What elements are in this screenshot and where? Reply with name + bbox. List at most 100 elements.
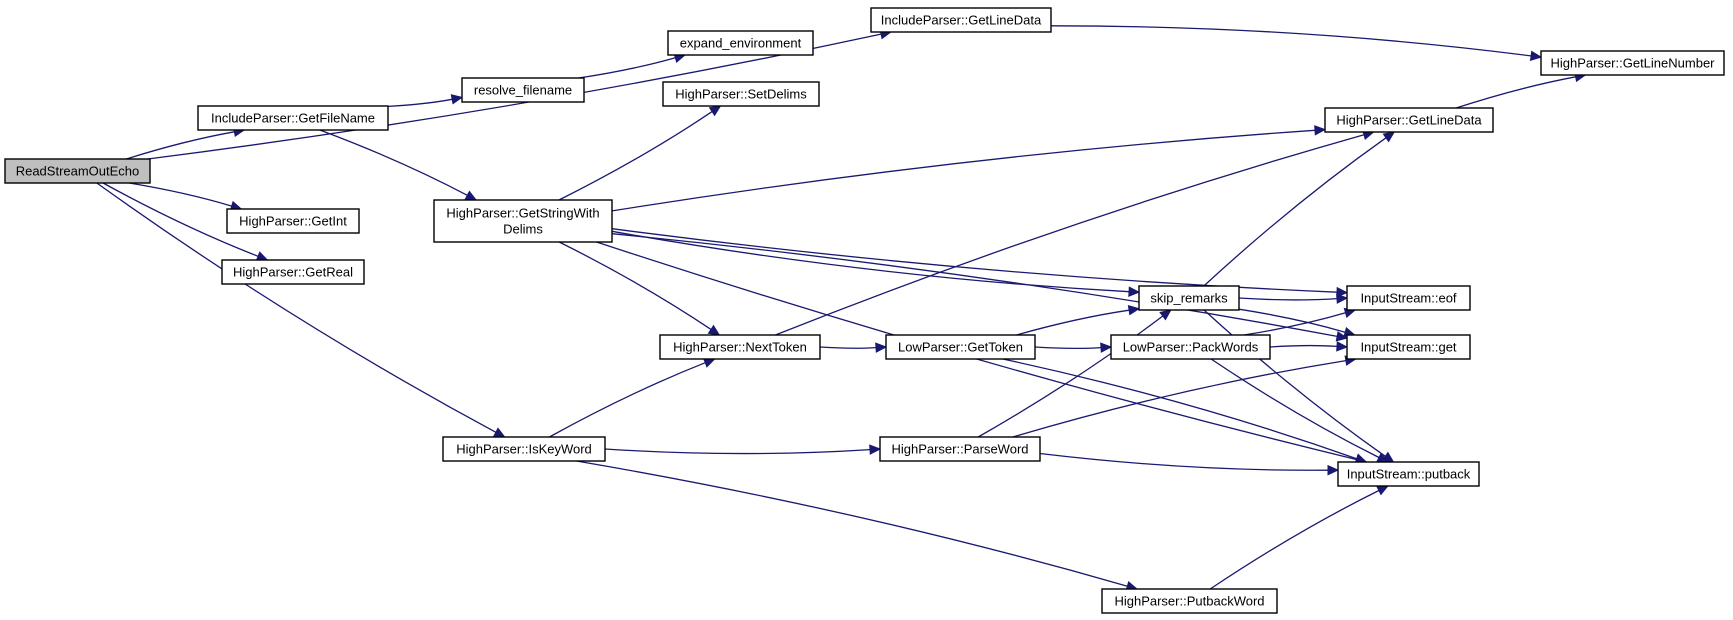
node-box-lp_gettoken[interactable]	[885, 334, 1036, 360]
edge-root-to-inc_getfilename	[126, 131, 235, 160]
node-box-hp_setdelims[interactable]	[662, 81, 820, 107]
node-label-hp_iskeyword: HighParser::IsKeyWord	[456, 442, 592, 457]
node-label-expand_env: expand_environment	[680, 36, 802, 51]
arrowhead-hp_nexttoken-to-lp_gettoken	[875, 342, 888, 353]
node-label-hp_setdelims: HighParser::SetDelims	[675, 87, 807, 102]
node-label-inc_getlinedata: IncludeParser::GetLineData	[881, 13, 1042, 28]
node-box-hp_parseword[interactable]	[879, 436, 1041, 462]
node-box-root[interactable]	[4, 158, 151, 184]
node-label-hp_parseword: HighParser::ParseWord	[891, 442, 1028, 457]
node-box-hp_getlinenumber[interactable]	[1540, 50, 1725, 76]
arrowhead-hp_getstringwithdelims-to-hp_getlinedata	[1314, 125, 1327, 136]
arrowhead-hp_getstringwithdelims-to-is_get	[1335, 331, 1349, 342]
arrowhead-lp_gettoken-to-lp_packwords	[1100, 342, 1113, 353]
node-hp_parseword[interactable]: HighParser::ParseWord	[879, 436, 1041, 462]
arrowhead-hp_getstringwithdelims-to-hp_nexttoken	[707, 324, 721, 336]
edges-layer	[96, 25, 1587, 592]
node-box-is_putback[interactable]	[1337, 461, 1480, 487]
arrowhead-root-to-hp_iskeyword	[492, 427, 506, 438]
arrowhead-lp_packwords-to-is_get	[1336, 341, 1349, 352]
node-label-hp_getlinenumber: HighParser::GetLineNumber	[1550, 56, 1715, 71]
edge-hp_getlinedata-to-hp_getlinenumber	[1455, 76, 1576, 109]
node-box-inc_getlinedata[interactable]	[870, 7, 1052, 33]
edge-hp_getstringwithdelims-to-hp_nexttoken	[558, 241, 712, 330]
arrowhead-hp_putbackword-to-is_putback	[1376, 485, 1389, 496]
node-label-lp_gettoken: LowParser::GetToken	[898, 340, 1023, 355]
edge-hp_parseword-to-is_get	[1012, 359, 1347, 438]
edge-lp_packwords-to-is_get	[1269, 344, 1338, 348]
edge-root-to-hp_iskeyword	[96, 182, 497, 433]
edge-lp_gettoken-to-skip_remarks	[1016, 309, 1130, 336]
node-box-is_eof[interactable]	[1346, 285, 1471, 311]
arrowhead-root-to-hp_getreal	[255, 251, 269, 262]
arrowhead-hp_getstringwithdelims-to-skip_remarks	[1128, 286, 1141, 297]
node-label-hp_putbackword: HighParser::PutbackWord	[1114, 594, 1264, 609]
node-hp_setdelims[interactable]: HighParser::SetDelims	[662, 81, 820, 107]
node-inc_getfilename[interactable]: IncludeParser::GetFileName	[197, 105, 389, 131]
node-hp_iskeyword[interactable]: HighParser::IsKeyWord	[442, 436, 606, 462]
node-root[interactable]: ReadStreamOutEcho	[4, 158, 151, 184]
edge-skip_remarks-to-is_get	[1238, 308, 1346, 333]
node-box-inc_getfilename[interactable]	[197, 105, 389, 131]
node-lp_packwords[interactable]: LowParser::PackWords	[1110, 334, 1271, 360]
node-box-hp_putbackword[interactable]	[1101, 588, 1278, 614]
edge-hp_iskeyword-to-hp_putbackword	[576, 460, 1128, 587]
node-lp_gettoken[interactable]: LowParser::GetToken	[885, 334, 1036, 360]
edge-resolve_fn-to-expand_env	[578, 57, 676, 79]
node-hp_nexttoken[interactable]: HighParser::NextToken	[659, 334, 821, 360]
node-label-resolve_fn: resolve_filename	[474, 83, 572, 98]
edge-hp_iskeyword-to-hp_parseword	[604, 448, 871, 455]
edge-lp_gettoken-to-lp_packwords	[1034, 346, 1102, 350]
edge-lp_packwords-to-is_eof	[1243, 312, 1346, 336]
node-box-hp_getlinedata[interactable]	[1324, 107, 1494, 133]
nodes-layer: ReadStreamOutEcho IncludeParser::GetLineD…	[4, 7, 1725, 614]
node-box-hp_nexttoken[interactable]	[659, 334, 821, 360]
node-inc_getlinedata[interactable]: IncludeParser::GetLineData	[870, 7, 1052, 33]
arrowhead-skip_remarks-to-is_eof	[1336, 293, 1349, 304]
node-box-skip_remarks[interactable]	[1138, 285, 1240, 311]
node-label-hp_getint: HighParser::GetInt	[239, 214, 347, 229]
node-expand_env[interactable]: expand_environment	[667, 30, 814, 56]
edge-skip_remarks-to-is_putback	[1203, 309, 1386, 457]
node-hp_getlinenumber[interactable]: HighParser::GetLineNumber	[1540, 50, 1725, 76]
node-box-hp_getint[interactable]	[226, 208, 360, 234]
node-is_putback[interactable]: InputStream::putback	[1337, 461, 1480, 487]
node-label-hp_getreal: HighParser::GetReal	[233, 265, 353, 280]
node-label-hp_nexttoken: HighParser::NextToken	[673, 340, 807, 355]
node-is_eof[interactable]: InputStream::eof	[1346, 285, 1471, 311]
node-is_get[interactable]: InputStream::get	[1346, 334, 1471, 360]
edge-hp_getstringwithdelims-to-skip_remarks	[611, 230, 1130, 293]
node-box-hp_iskeyword[interactable]	[442, 436, 606, 462]
node-hp_getint[interactable]: HighParser::GetInt	[226, 208, 360, 234]
node-label-root: ReadStreamOutEcho	[16, 164, 140, 179]
edge-inc_getfilename-to-hp_getstringwithdelims	[319, 129, 468, 196]
node-box-is_get[interactable]	[1346, 334, 1471, 360]
arrowhead-hp_getstringwithdelims-to-is_eof	[1336, 286, 1349, 298]
node-label-skip_remarks: skip_remarks	[1150, 291, 1228, 306]
node-hp_putbackword[interactable]: HighParser::PutbackWord	[1101, 588, 1278, 614]
arrowhead-lp_gettoken-to-skip_remarks	[1127, 305, 1141, 316]
node-resolve_fn[interactable]: resolve_filename	[461, 77, 585, 103]
edge-hp_getstringwithdelims-to-hp_setdelims	[558, 111, 713, 201]
node-hp_getreal[interactable]: HighParser::GetReal	[221, 259, 365, 285]
arrowhead-hp_parseword-to-is_putback	[1327, 464, 1340, 476]
node-label-is_eof: InputStream::eof	[1360, 291, 1456, 306]
node-box-hp_getstringwithdelims[interactable]	[433, 199, 613, 243]
edge-hp_nexttoken-to-hp_getlinedata	[775, 134, 1365, 336]
arrowhead-inc_getfilename-to-hp_getstringwithdelims	[464, 190, 478, 201]
edge-root-to-hp_getreal	[102, 182, 259, 257]
node-box-resolve_fn[interactable]	[461, 77, 585, 103]
arrowhead-hp_iskeyword-to-hp_parseword	[869, 444, 882, 455]
node-box-lp_packwords[interactable]	[1110, 334, 1271, 360]
edge-skip_remarks-to-hp_getlinedata	[1203, 137, 1387, 287]
edge-hp_getstringwithdelims-to-hp_getlinedata	[611, 129, 1316, 212]
arrowhead-hp_getstringwithdelims-to-hp_setdelims	[708, 105, 722, 117]
node-box-hp_getreal[interactable]	[221, 259, 365, 285]
node-hp_getlinedata[interactable]: HighParser::GetLineData	[1324, 107, 1494, 133]
edge-hp_putbackword-to-is_putback	[1209, 489, 1380, 590]
node-skip_remarks[interactable]: skip_remarks	[1138, 285, 1240, 311]
node-box-expand_env[interactable]	[667, 30, 814, 56]
edge-hp_parseword-to-skip_remarks	[977, 315, 1164, 438]
